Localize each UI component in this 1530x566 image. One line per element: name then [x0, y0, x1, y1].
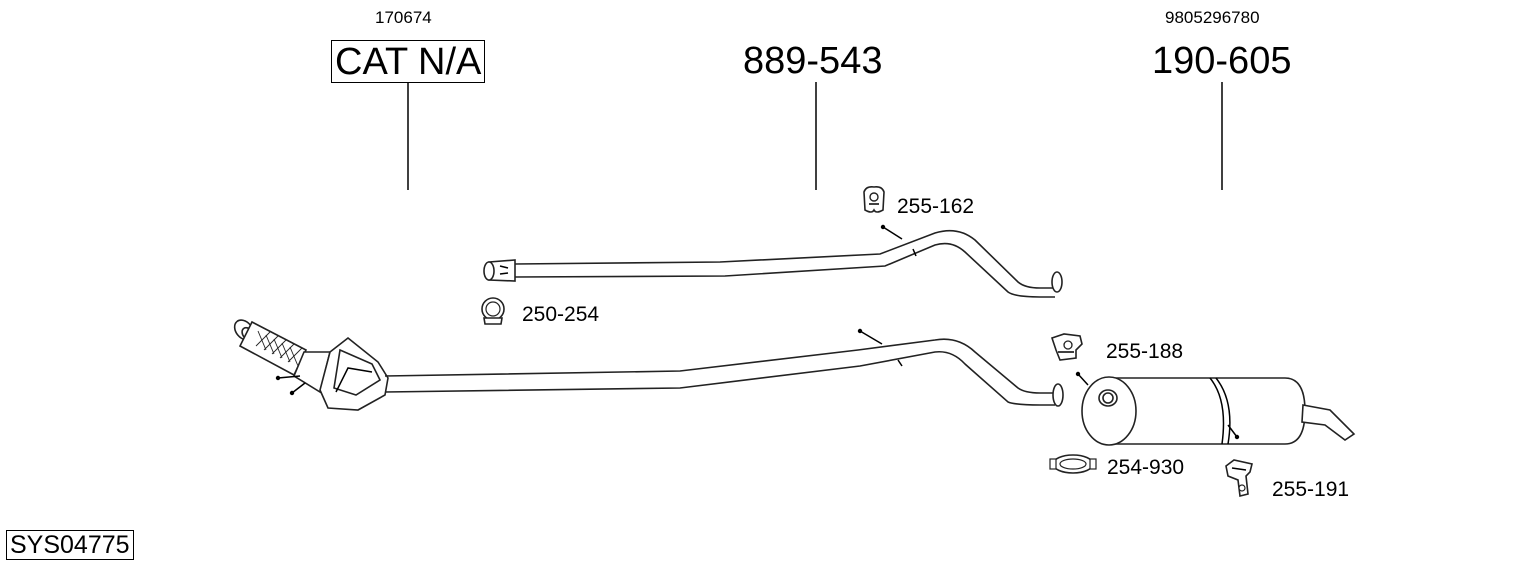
- middle-pipe-drawing: [483, 224, 1063, 298]
- front-pipe-drawing: [233, 319, 1064, 411]
- clamp-icon-left: [481, 297, 505, 325]
- system-code: SYS04775: [6, 530, 134, 560]
- callout-hanger-muffler: 255-191: [1272, 478, 1350, 501]
- clamp-icon-rear: [1049, 454, 1097, 474]
- callout-hanger-rear: 255-188: [1106, 340, 1184, 363]
- hanger-icon-muffler: [1225, 459, 1253, 497]
- callout-hanger-top: 255-162: [897, 195, 975, 218]
- rear-muffler-drawing: [1075, 371, 1356, 446]
- ref-number-left: 170674: [375, 8, 432, 27]
- callout-clamp-left: 250-254: [522, 303, 600, 326]
- hanger-icon-rear: [1050, 333, 1083, 361]
- ref-number-right: 9805296780: [1165, 8, 1260, 27]
- callout-clamp-rear: 254-930: [1107, 456, 1185, 479]
- part-label-middle-pipe: 889-543: [743, 40, 883, 82]
- hanger-icon-top: [863, 186, 885, 213]
- part-label-rear-muffler: 190-605: [1152, 40, 1292, 82]
- part-label-cat: CAT N/A: [331, 40, 486, 83]
